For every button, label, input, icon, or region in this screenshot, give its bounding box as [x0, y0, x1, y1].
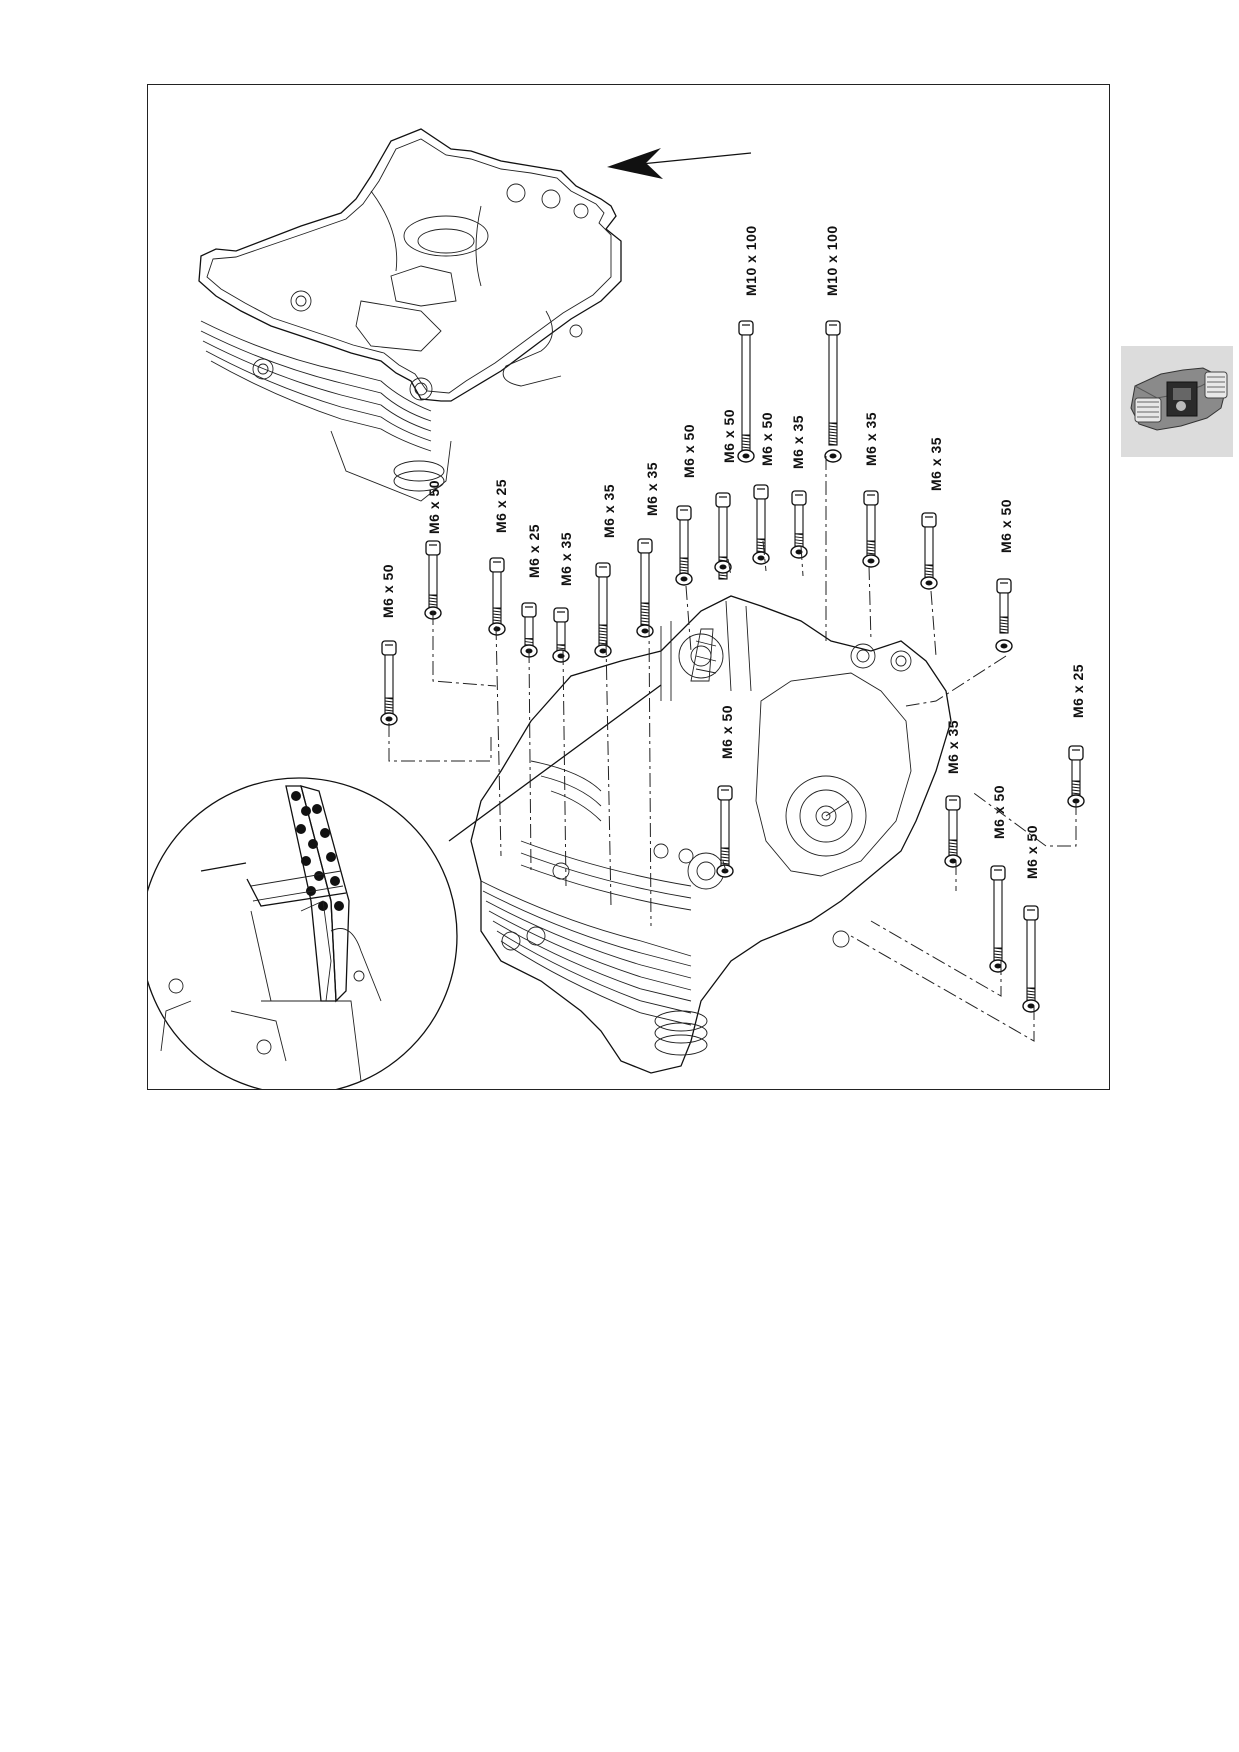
- engine-thumbnail: [1121, 346, 1233, 457]
- bolt: [424, 540, 442, 620]
- bolt: [716, 785, 734, 878]
- bolt-label-m6x50: M6 x 50: [991, 785, 1007, 839]
- bolt-shank: [640, 552, 650, 626]
- bolt-head: [753, 484, 769, 500]
- bolt: [790, 490, 808, 559]
- bolt: [520, 602, 538, 658]
- engine-exploded-diagram: M6 x 50 M6 x 50 M6 x 25 M6 x 25 M6 x 35 …: [148, 128, 1086, 1089]
- bolt: [862, 490, 880, 568]
- bolt-head: [990, 865, 1006, 881]
- bolt-head: [863, 490, 879, 506]
- bolt-label-m6x50: M6 x 50: [426, 480, 442, 534]
- bolt-head: [921, 512, 937, 528]
- bolt-labels: M6 x 50 M6 x 50 M6 x 25 M6 x 25 M6 x 35 …: [380, 225, 1086, 879]
- bolt-head: [595, 562, 611, 578]
- bolt-head: [1068, 745, 1084, 761]
- bolt: [989, 865, 1007, 973]
- bolt-label-m6x35: M6 x 35: [601, 484, 617, 538]
- bolt-label-m6x50: M6 x 50: [719, 705, 735, 759]
- bolt-label-m6x50: M6 x 50: [721, 409, 737, 463]
- bolt: [488, 557, 506, 636]
- bolt-label-m6x35: M6 x 35: [790, 415, 806, 469]
- bolt-label-m6x25: M6 x 25: [493, 479, 509, 533]
- bolt: [944, 795, 962, 868]
- bolt-label-m6x35: M6 x 35: [558, 532, 574, 586]
- bolt-head: [715, 492, 731, 508]
- bolt-shank: [720, 799, 730, 871]
- bolt-label-m6x50: M6 x 50: [380, 564, 396, 618]
- bolt-head: [791, 490, 807, 506]
- bolt-head: [738, 320, 754, 336]
- bolt-head: [637, 538, 653, 554]
- bolt-label-m6x50: M6 x 50: [1024, 825, 1040, 879]
- bolt: [675, 505, 693, 586]
- bolt-label-m6x50: M6 x 50: [998, 499, 1014, 553]
- bolt-label-m6x35: M6 x 35: [644, 462, 660, 516]
- bolt: [920, 512, 938, 590]
- bolt: [824, 320, 842, 463]
- bolt-head: [996, 578, 1012, 594]
- bolt-label-m10x100: M10 x 100: [743, 225, 759, 296]
- bolt-label-m6x35: M6 x 35: [928, 437, 944, 491]
- bolt-label-m10x100: M10 x 100: [824, 225, 840, 296]
- bolt-label-m6x25: M6 x 25: [526, 524, 542, 578]
- bolt: [995, 578, 1013, 653]
- bolt: [714, 492, 732, 580]
- bolt-label-m6x50: M6 x 50: [759, 412, 775, 466]
- figure-frame: M6 x 50 M6 x 50 M6 x 25 M6 x 25 M6 x 35 …: [147, 84, 1110, 1090]
- bolt-shank: [828, 334, 838, 446]
- bolt-head: [1023, 905, 1039, 921]
- engine-thumbnail-icon: [1130, 367, 1228, 431]
- bolt-head: [553, 607, 569, 623]
- bolt-label-m6x35: M6 x 35: [863, 412, 879, 466]
- bolt-head: [945, 795, 961, 811]
- bolt-group: [380, 320, 1085, 1013]
- bolt-head: [825, 320, 841, 336]
- bolt: [636, 538, 654, 638]
- bolt: [380, 640, 398, 726]
- lower-crankcase-half: [470, 595, 952, 1074]
- bolt-shank: [993, 879, 1003, 971]
- bolt: [1067, 745, 1085, 808]
- bolt: [594, 562, 612, 658]
- bolt-head: [489, 557, 505, 573]
- bolt-shank: [1026, 919, 1036, 1011]
- direction-arrow: [607, 148, 752, 179]
- chain-links: [246, 785, 350, 1003]
- timing-chain-detail: [148, 684, 662, 1089]
- bolt-shank: [598, 576, 608, 648]
- bolt: [552, 607, 570, 663]
- bolt: [737, 320, 755, 463]
- bolt: [1022, 905, 1040, 1013]
- bolt-label-m6x25: M6 x 25: [1070, 664, 1086, 718]
- alignment-lines: [388, 456, 1077, 1042]
- bolt-head: [676, 505, 692, 521]
- bolt-label-m6x50: M6 x 50: [681, 424, 697, 478]
- bolt: [752, 484, 770, 565]
- bolt-head: [425, 540, 441, 556]
- bolt-head: [381, 640, 397, 656]
- bolt-head: [717, 785, 733, 801]
- bolt-head: [521, 602, 537, 618]
- upper-crankcase-half: [198, 128, 622, 502]
- bolt-label-m6x35: M6 x 35: [945, 720, 961, 774]
